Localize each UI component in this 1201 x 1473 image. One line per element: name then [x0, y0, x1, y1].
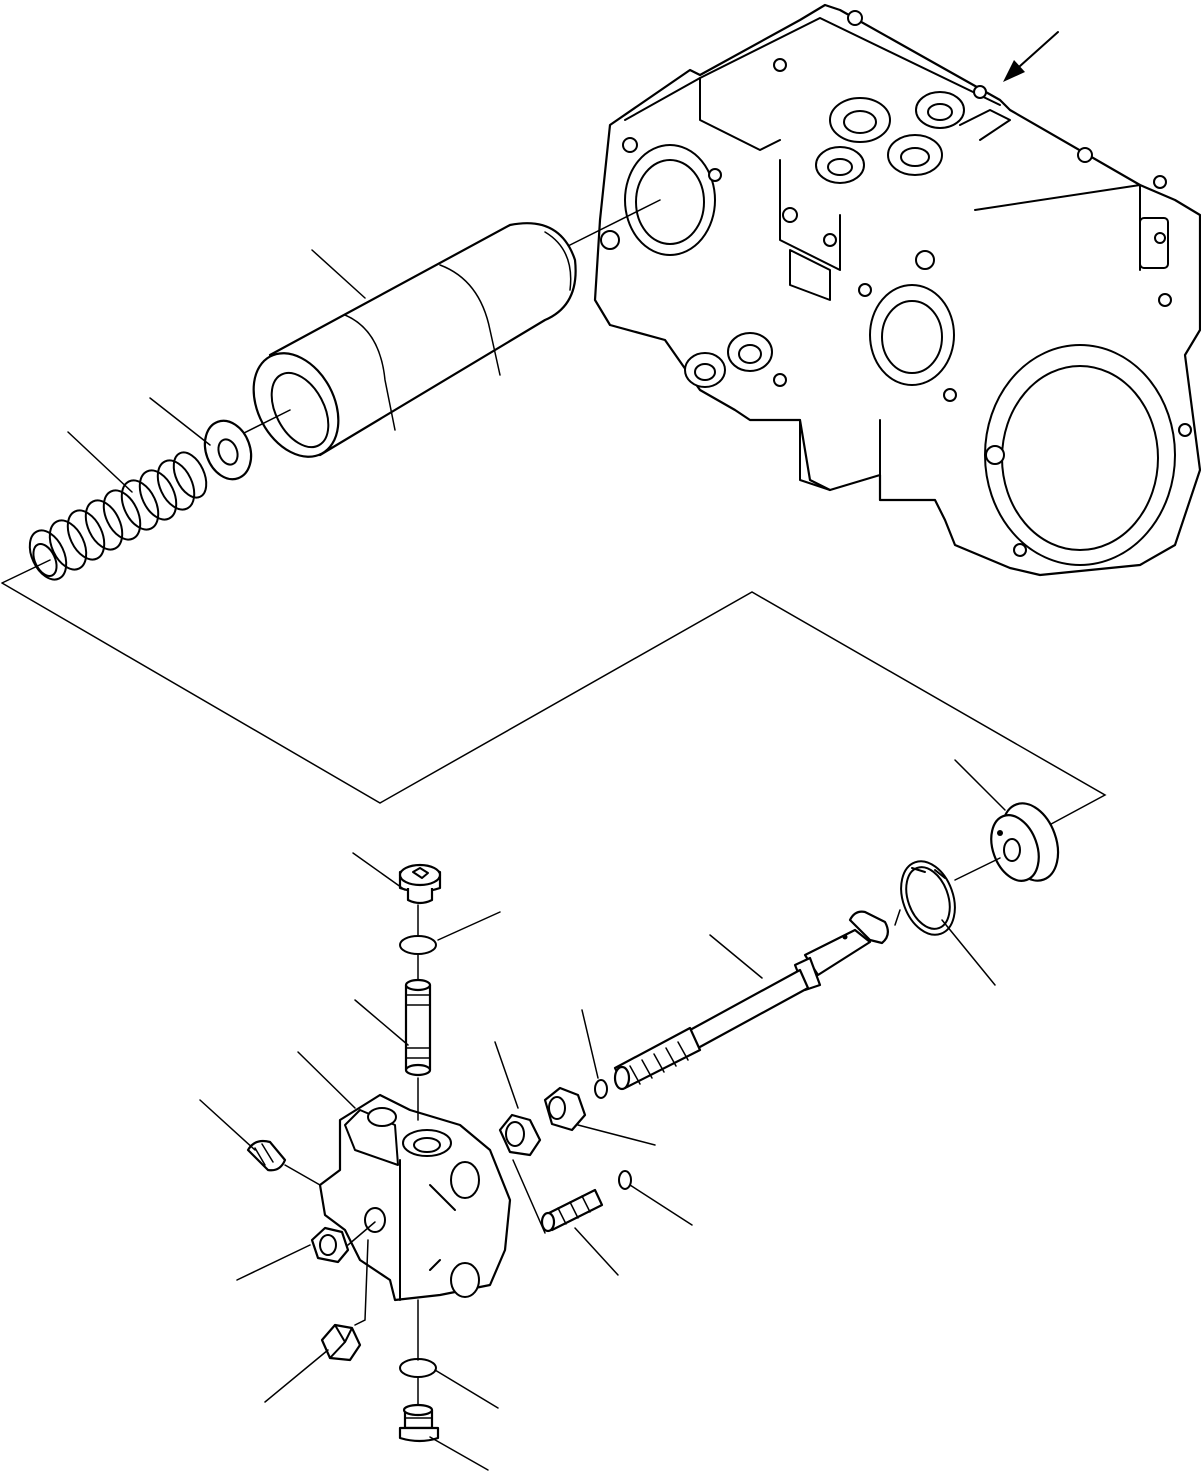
coil-spring	[28, 451, 208, 581]
adjusting-rod	[613, 909, 901, 1091]
callout-leader-side-nut	[236, 1244, 311, 1281]
small-plug	[540, 1170, 632, 1233]
side-nut	[310, 1226, 350, 1264]
callout-leader-plug	[574, 1227, 619, 1276]
callout-leader-lock-washer	[494, 1041, 519, 1109]
top-o-ring	[399, 935, 437, 955]
axis-line-side-nut	[347, 1221, 376, 1246]
callout-leader-top-plug	[352, 852, 406, 891]
bottom-nut	[320, 1323, 362, 1362]
bottom-plug	[398, 1403, 440, 1443]
axis-line-bottom-nut	[354, 1239, 369, 1326]
axis-line-set-screw	[284, 1164, 321, 1186]
callout-leader-sleeve	[311, 249, 366, 299]
callout-leader-snap-ring	[941, 919, 996, 986]
group-boundary-line	[1, 559, 1107, 831]
set-screw	[246, 1139, 287, 1172]
small-o-ring	[594, 1079, 608, 1099]
pump-housing	[559, 3, 1201, 577]
callout-leader-body	[297, 1051, 356, 1109]
axis-line-plug	[512, 1159, 546, 1234]
lock-washer	[498, 1113, 542, 1157]
callout-leader-washer	[149, 397, 211, 446]
callout-leader-o-ring	[581, 1009, 599, 1079]
callout-leader-set-screw	[199, 1099, 256, 1151]
hex-nut-upper	[543, 1086, 587, 1132]
callout-leader-guide-pin	[354, 999, 409, 1046]
callout-leader-bottom-plug	[429, 1436, 489, 1471]
end-cap	[990, 802, 1060, 882]
callout-leader-nut-upper	[577, 1124, 656, 1146]
top-plug	[398, 863, 442, 905]
callout-leader-spring	[67, 431, 133, 493]
callout-leader-rod	[709, 934, 763, 979]
axis-line-cap	[954, 857, 1001, 881]
callout-leader-end-cap	[954, 759, 1006, 811]
cylinder-sleeve	[229, 222, 577, 458]
callout-leader-top-o-ring	[437, 911, 501, 941]
washer	[203, 419, 253, 481]
callout-leader-plug-oring	[629, 1184, 693, 1226]
valve-body	[318, 1093, 512, 1302]
bottom-o-ring	[399, 1358, 437, 1378]
snap-ring	[900, 860, 956, 936]
callout-leader-bottom-nut	[264, 1349, 329, 1403]
callout-leader-bottom-o-ring	[434, 1369, 499, 1409]
guide-pin	[404, 978, 432, 1077]
direction-arrow	[1003, 31, 1059, 82]
